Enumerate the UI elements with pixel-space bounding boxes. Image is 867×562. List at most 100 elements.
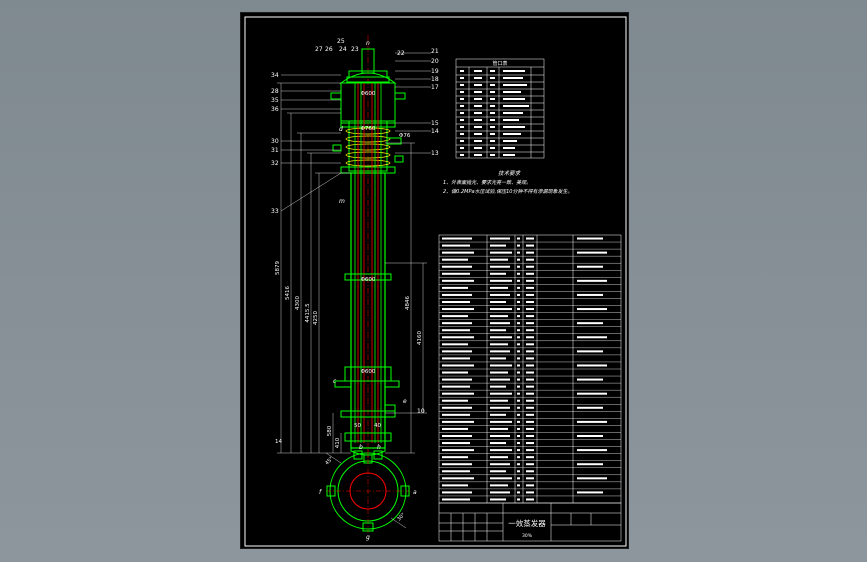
parts-cell-glyph — [517, 392, 520, 395]
dim-76: Φ76 — [399, 133, 411, 139]
parts-cell-glyph — [517, 385, 520, 388]
parts-cell-glyph — [490, 470, 506, 473]
drawing-scale: 30% — [522, 533, 533, 539]
dim-4300: 4300 — [295, 296, 301, 310]
callout-34: 34 — [271, 72, 279, 79]
parts-cell-glyph — [442, 456, 468, 459]
parts-cell-glyph — [490, 293, 510, 296]
parts-cell-glyph — [526, 484, 534, 487]
parts-cell-glyph — [442, 399, 468, 402]
parts-cell-glyph — [490, 427, 508, 430]
parts-cell-glyph — [526, 371, 534, 374]
parts-cell-glyph — [517, 406, 520, 409]
parts-cell-glyph — [442, 477, 474, 480]
callout-27: 27 — [315, 46, 323, 53]
parts-cell-glyph — [517, 272, 520, 275]
dim-40: 40 — [374, 423, 381, 429]
parts-cell-glyph — [577, 477, 607, 480]
parts-cell-glyph — [526, 279, 534, 282]
callout-22: 22 — [397, 50, 405, 57]
parts-cell-glyph — [490, 336, 512, 339]
dim-4160: 4160 — [417, 331, 423, 345]
parts-cell-glyph — [442, 237, 472, 240]
nozzle-b: b — [359, 444, 363, 451]
drawing-frame — [244, 16, 627, 547]
parts-cell-glyph — [517, 301, 520, 303]
parts-cell-glyph — [517, 491, 520, 494]
parts-cell-glyph — [517, 336, 520, 339]
dim-410: 410 — [335, 437, 341, 448]
parts-cell-glyph — [577, 265, 603, 268]
parts-cell-glyph — [517, 371, 520, 374]
parts-cell-glyph — [442, 286, 468, 289]
plan-angle-2: 30° — [396, 512, 407, 523]
parts-cell-glyph — [490, 371, 508, 374]
callout-18: 18 — [431, 76, 439, 83]
parts-cell-glyph — [490, 477, 512, 480]
dimension-texts: 5879 5416 4300 4415.5 4250 4160 4846 580… — [275, 133, 423, 448]
dim-5879: 5879 — [275, 261, 281, 275]
parts-cell-glyph — [490, 329, 506, 332]
parts-cell-glyph — [517, 449, 520, 452]
parts-cell-glyph — [517, 343, 520, 346]
callout-21: 21 — [431, 48, 439, 55]
parts-cell-glyph — [517, 470, 520, 473]
parts-cell-glyph — [526, 343, 534, 346]
parts-cell-glyph — [517, 498, 520, 501]
parts-cell-glyph — [490, 420, 512, 423]
parts-cell-glyph — [577, 308, 607, 311]
parts-cell-glyph — [517, 329, 520, 332]
nozzle-g: g — [366, 534, 370, 541]
dia-mid: Φ600 — [361, 277, 376, 283]
parts-cell-glyph — [526, 449, 534, 452]
nozzle-c: c — [333, 378, 337, 385]
side-nozzles — [330, 92, 406, 412]
parts-cell-glyph — [526, 491, 534, 494]
parts-cell-glyph — [490, 308, 512, 311]
callout-28: 28 — [271, 88, 279, 95]
dia-coil: Φ760 — [361, 126, 376, 132]
parts-cell-glyph — [490, 258, 508, 261]
parts-cell-glyph — [526, 315, 534, 318]
parts-cell-glyph — [577, 449, 607, 452]
parts-list-rows — [439, 237, 621, 501]
parts-cell-glyph — [442, 279, 474, 282]
parts-cell-glyph — [490, 364, 512, 367]
parts-cell-glyph — [517, 279, 520, 282]
parts-cell-glyph — [442, 343, 468, 346]
parts-cell-glyph — [490, 442, 506, 445]
parts-cell-glyph — [442, 484, 468, 487]
parts-cell-glyph — [517, 265, 520, 268]
evaporator-drawing: 管口表 技术要求 1、外表面抛光、要求光亮一致、美观。 2、做0.2MPa水压试… — [244, 16, 627, 547]
parts-cell-glyph — [577, 336, 607, 339]
parts-cell-glyph — [490, 463, 510, 466]
parts-cell-glyph — [517, 293, 520, 296]
parts-cell-glyph — [577, 279, 607, 282]
parts-cell-glyph — [517, 413, 520, 416]
coil-flange-top — [340, 120, 396, 128]
parts-cell-glyph — [442, 272, 470, 275]
parts-cell-glyph — [526, 293, 534, 296]
parts-cell-glyph — [490, 484, 508, 487]
callout-leaders — [280, 52, 431, 212]
callout-31: 31 — [271, 147, 279, 154]
parts-cell-glyph — [517, 364, 520, 367]
parts-cell-glyph — [517, 322, 520, 325]
parts-cell-glyph — [526, 406, 534, 409]
parts-cell-glyph — [442, 258, 468, 261]
parts-cell-glyph — [490, 413, 506, 416]
dim-14: 14 — [275, 439, 282, 445]
top-flange-2 — [346, 76, 390, 83]
callout-26: 26 — [325, 46, 333, 53]
parts-cell-glyph — [517, 484, 520, 487]
note-line-2: 2、做0.2MPa水压试验,保压10分钟不得有渗漏现象发生。 — [443, 188, 572, 195]
upper-shell — [340, 82, 396, 124]
dia-lower: Φ600 — [361, 369, 376, 375]
parts-cell-glyph — [526, 399, 534, 402]
dim-4415: 4415.5 — [305, 303, 311, 323]
parts-cell-glyph — [442, 442, 470, 445]
callout-13: 13 — [431, 150, 439, 157]
parts-cell-glyph — [442, 385, 470, 388]
parts-cell-glyph — [517, 244, 520, 247]
